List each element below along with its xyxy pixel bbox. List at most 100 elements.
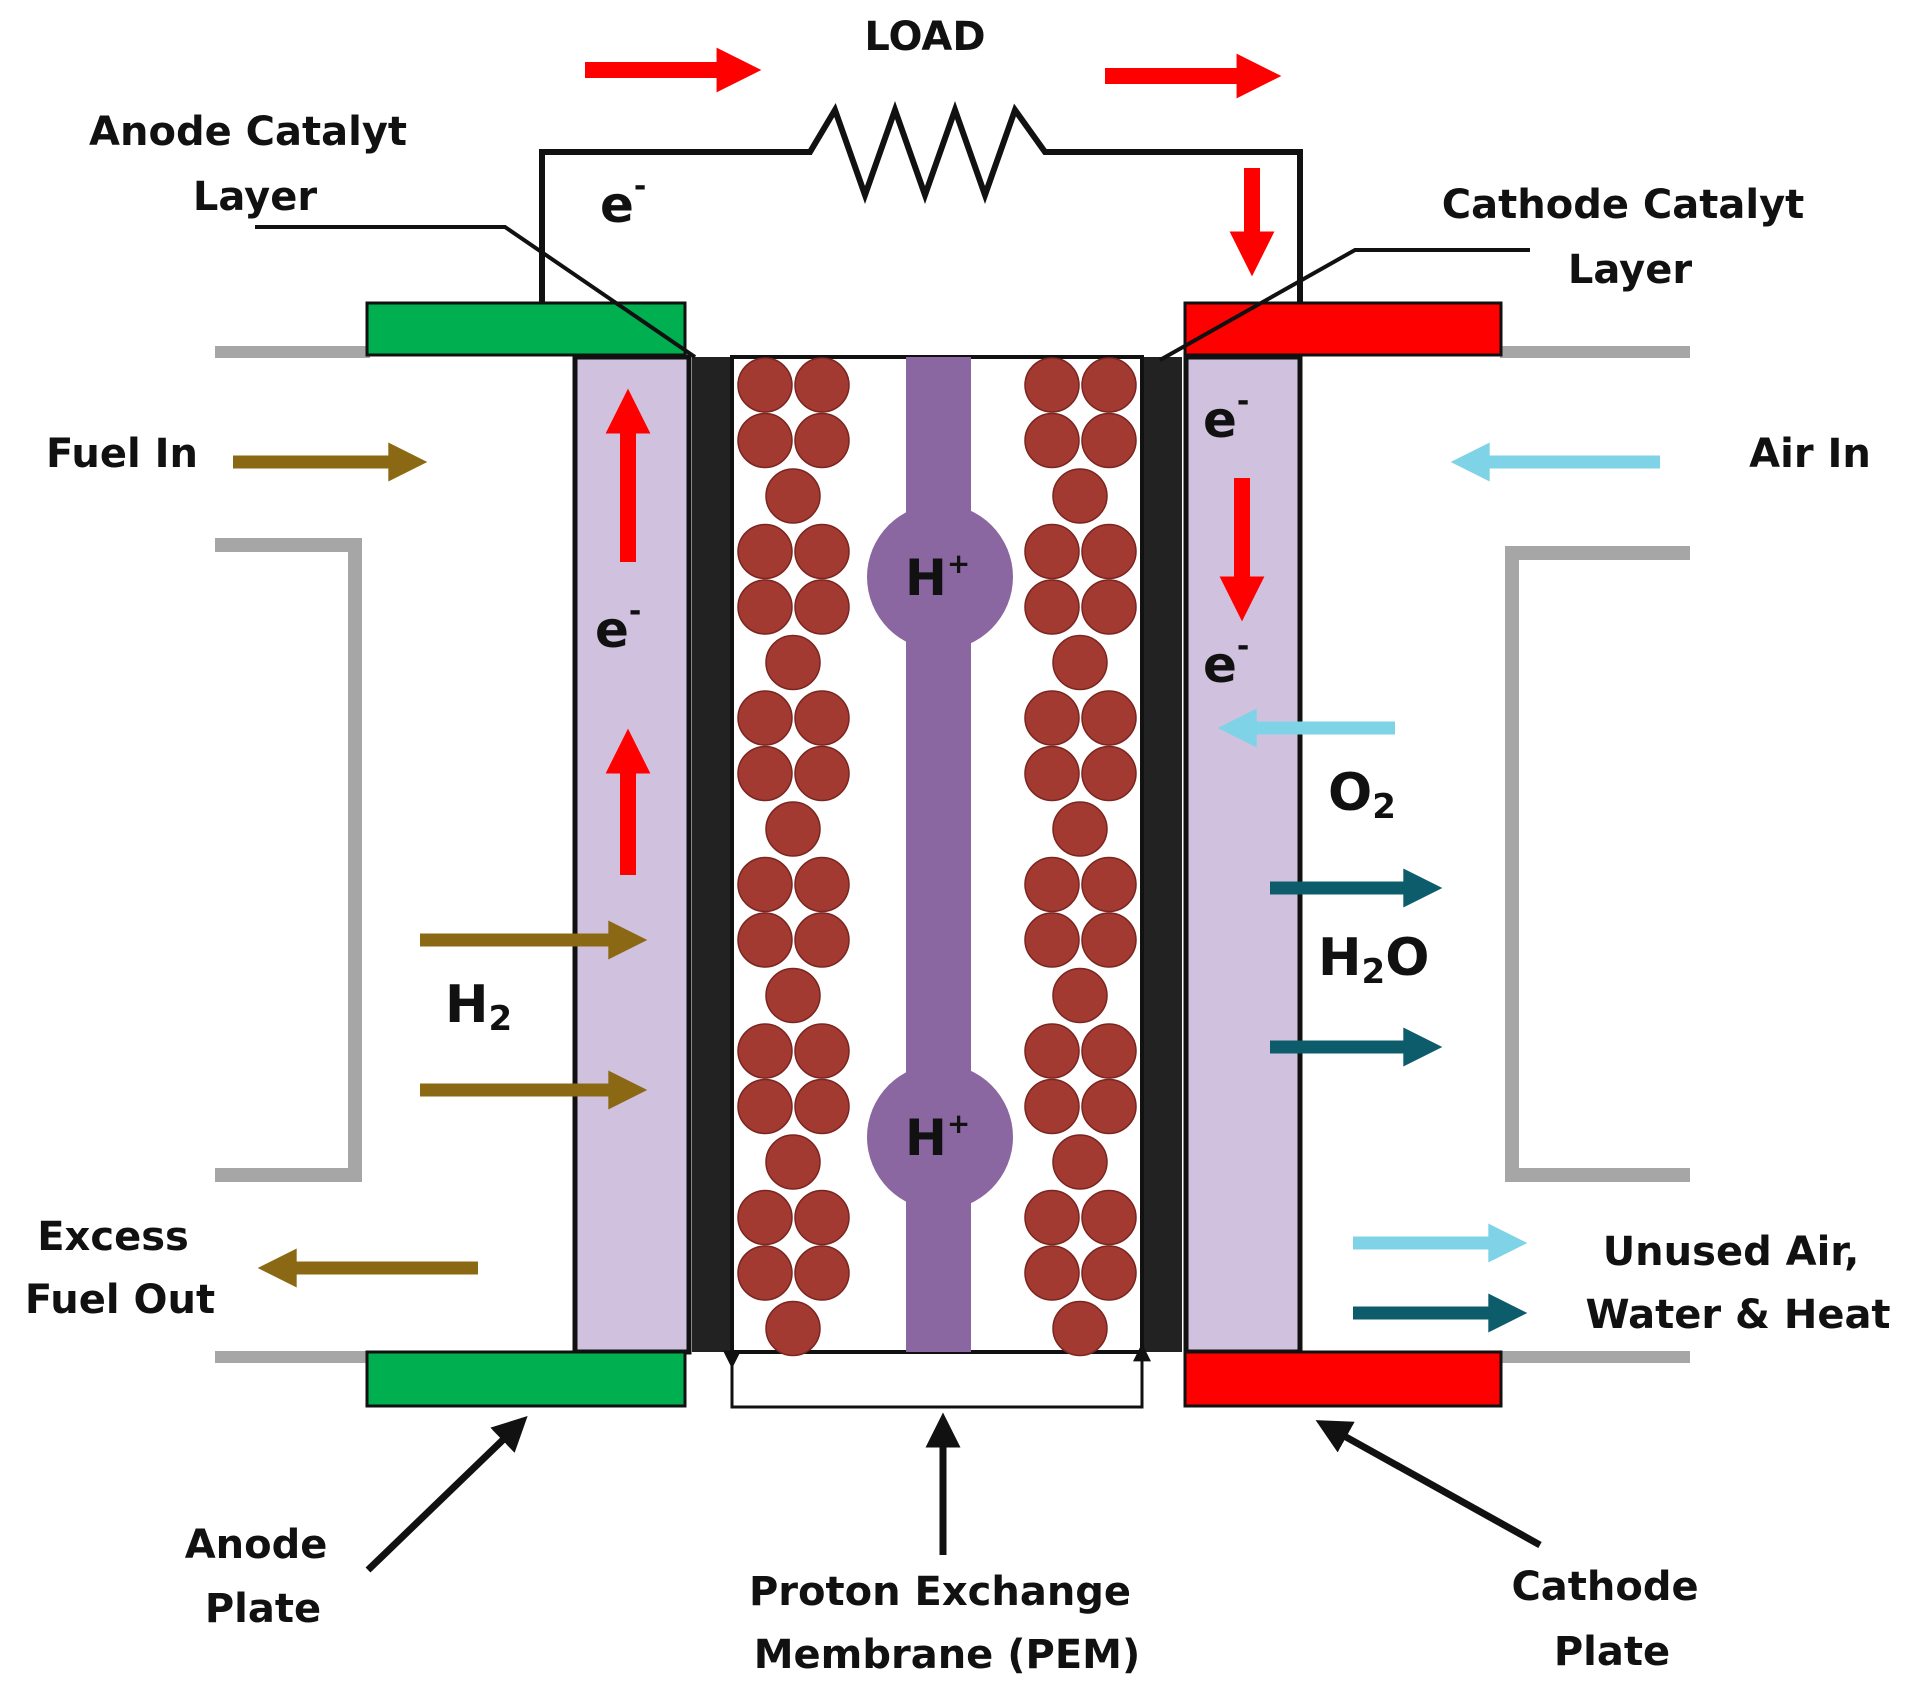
catalyst-particle xyxy=(1081,1078,1137,1135)
channel-walls xyxy=(215,346,1690,1363)
proton-bubble-bottom xyxy=(867,1064,1013,1210)
catalyst-particle xyxy=(1024,856,1080,913)
catalyst-particle xyxy=(794,523,850,580)
catalyst-particle xyxy=(1081,412,1137,469)
anode-catalyst-leader xyxy=(255,225,697,359)
load-label: LOAD xyxy=(864,14,985,60)
electron-label-anode: e- xyxy=(595,594,641,659)
catalyst-particle xyxy=(794,1245,850,1301)
catalyst-particle xyxy=(1081,1245,1137,1301)
cathode-catalyst-label: Cathode Catalyt Layer xyxy=(1442,182,1818,293)
air-flow-arrows xyxy=(1217,442,1660,1263)
catalyst-particle xyxy=(794,1023,850,1079)
air-in-label: Air In xyxy=(1749,431,1871,477)
cathode-plate-pointer xyxy=(1315,1420,1542,1549)
catalyst-particle xyxy=(1024,1189,1080,1246)
catalyst-particle xyxy=(737,1078,793,1135)
catalyst-particle xyxy=(1024,690,1080,746)
catalyst-particle xyxy=(765,801,821,857)
proton-label-bottom: H+ xyxy=(905,1107,970,1167)
catalyst-particle xyxy=(737,745,793,802)
anode-flow-bracket xyxy=(215,538,362,1182)
electron-flow-arrows xyxy=(585,47,1282,875)
proton-label-top: H+ xyxy=(905,547,970,607)
anode-catalyst-label: Anode Catalyt Layer xyxy=(89,109,421,220)
catalyst-particle xyxy=(1024,912,1080,968)
catalyst-particle xyxy=(794,412,850,469)
catalyst-particle xyxy=(1081,690,1137,746)
catalyst-particle xyxy=(737,412,793,469)
catalyst-particle xyxy=(794,912,850,968)
catalyst-particle xyxy=(1052,468,1108,524)
cathode-plate-bottom xyxy=(1183,1350,1503,1408)
anode-plate-top xyxy=(365,301,687,357)
electron-label-cathode-top: e- xyxy=(1203,384,1249,449)
catalyst-particle xyxy=(765,468,821,524)
catalyst-particle xyxy=(1052,1300,1108,1357)
catalyst-particle xyxy=(794,357,850,413)
cathode-catalyst-leader xyxy=(1159,248,1530,362)
anode-catalyst-particles xyxy=(737,357,850,1357)
catalyst-particle xyxy=(794,1078,850,1135)
catalyst-particle xyxy=(794,1189,850,1246)
fuel-flow-arrows xyxy=(233,442,648,1288)
catalyst-particle xyxy=(1081,579,1137,635)
catalyst-particle xyxy=(765,967,821,1024)
cathode-flow-bracket xyxy=(1505,546,1690,1182)
catalyst-particle xyxy=(794,579,850,635)
catalyst-particle xyxy=(794,745,850,802)
catalyst-particle xyxy=(1081,523,1137,580)
catalyst-particle xyxy=(1052,801,1108,857)
catalyst-particle xyxy=(794,690,850,746)
pem-label: Proton Exchange Membrane (PEM) xyxy=(749,1569,1145,1678)
catalyst-particle xyxy=(1081,1189,1137,1246)
catalyst-particle xyxy=(1024,1078,1080,1135)
catalyst-particle xyxy=(1024,579,1080,635)
catalyst-particle xyxy=(1052,967,1108,1024)
catalyst-particle xyxy=(1024,357,1080,413)
catalyst-particle xyxy=(737,357,793,413)
catalyst-particle xyxy=(1052,634,1108,691)
unused-air-label: Unused Air, Water & Heat xyxy=(1585,1229,1890,1338)
fuel-in-label: Fuel In xyxy=(46,431,198,477)
excess-fuel-label: Excess Fuel Out xyxy=(25,1214,215,1323)
hydrogen-label: H2 xyxy=(445,975,512,1039)
catalyst-particle xyxy=(1081,912,1137,968)
catalyst-particle xyxy=(1024,523,1080,580)
catalyst-particle xyxy=(737,523,793,580)
water-flow-arrows xyxy=(1270,868,1528,1333)
catalyst-particle xyxy=(1052,1134,1108,1190)
electron-label-wire: e- xyxy=(600,169,646,234)
catalyst-particle xyxy=(794,856,850,913)
oxygen-label: O2 xyxy=(1328,763,1396,827)
anode-catalyst-layer xyxy=(692,357,732,1352)
pem-bracket xyxy=(723,1343,1151,1409)
catalyst-particle xyxy=(1081,745,1137,802)
catalyst-particle xyxy=(765,634,821,691)
cathode-catalyst-particles xyxy=(1024,357,1137,1357)
proton-bubble-top xyxy=(867,504,1013,650)
catalyst-particle xyxy=(737,1023,793,1079)
cathode-catalyst-layer xyxy=(1142,357,1182,1352)
catalyst-particle xyxy=(1024,1245,1080,1301)
catalyst-particle xyxy=(1081,357,1137,413)
water-label: H2O xyxy=(1318,928,1429,992)
catalyst-particle xyxy=(1024,412,1080,469)
cathode-plate-label: Cathode Plate xyxy=(1511,1564,1712,1675)
catalyst-particle xyxy=(765,1300,821,1357)
anode-plate-bottom xyxy=(365,1350,687,1408)
catalyst-particle xyxy=(737,690,793,746)
cathode-plate-top xyxy=(1183,301,1503,357)
catalyst-particle xyxy=(737,1245,793,1301)
catalyst-particle xyxy=(737,856,793,913)
electron-label-cathode-bottom: e- xyxy=(1203,629,1249,694)
catalyst-particle xyxy=(1081,1023,1137,1079)
catalyst-particle xyxy=(1024,745,1080,802)
catalyst-particle xyxy=(737,912,793,968)
anode-plate-label: Anode Plate xyxy=(185,1522,342,1632)
catalyst-particle xyxy=(765,1134,821,1190)
external-circuit-wire xyxy=(539,100,1303,305)
catalyst-particle xyxy=(1024,1023,1080,1079)
catalyst-particle xyxy=(1081,856,1137,913)
